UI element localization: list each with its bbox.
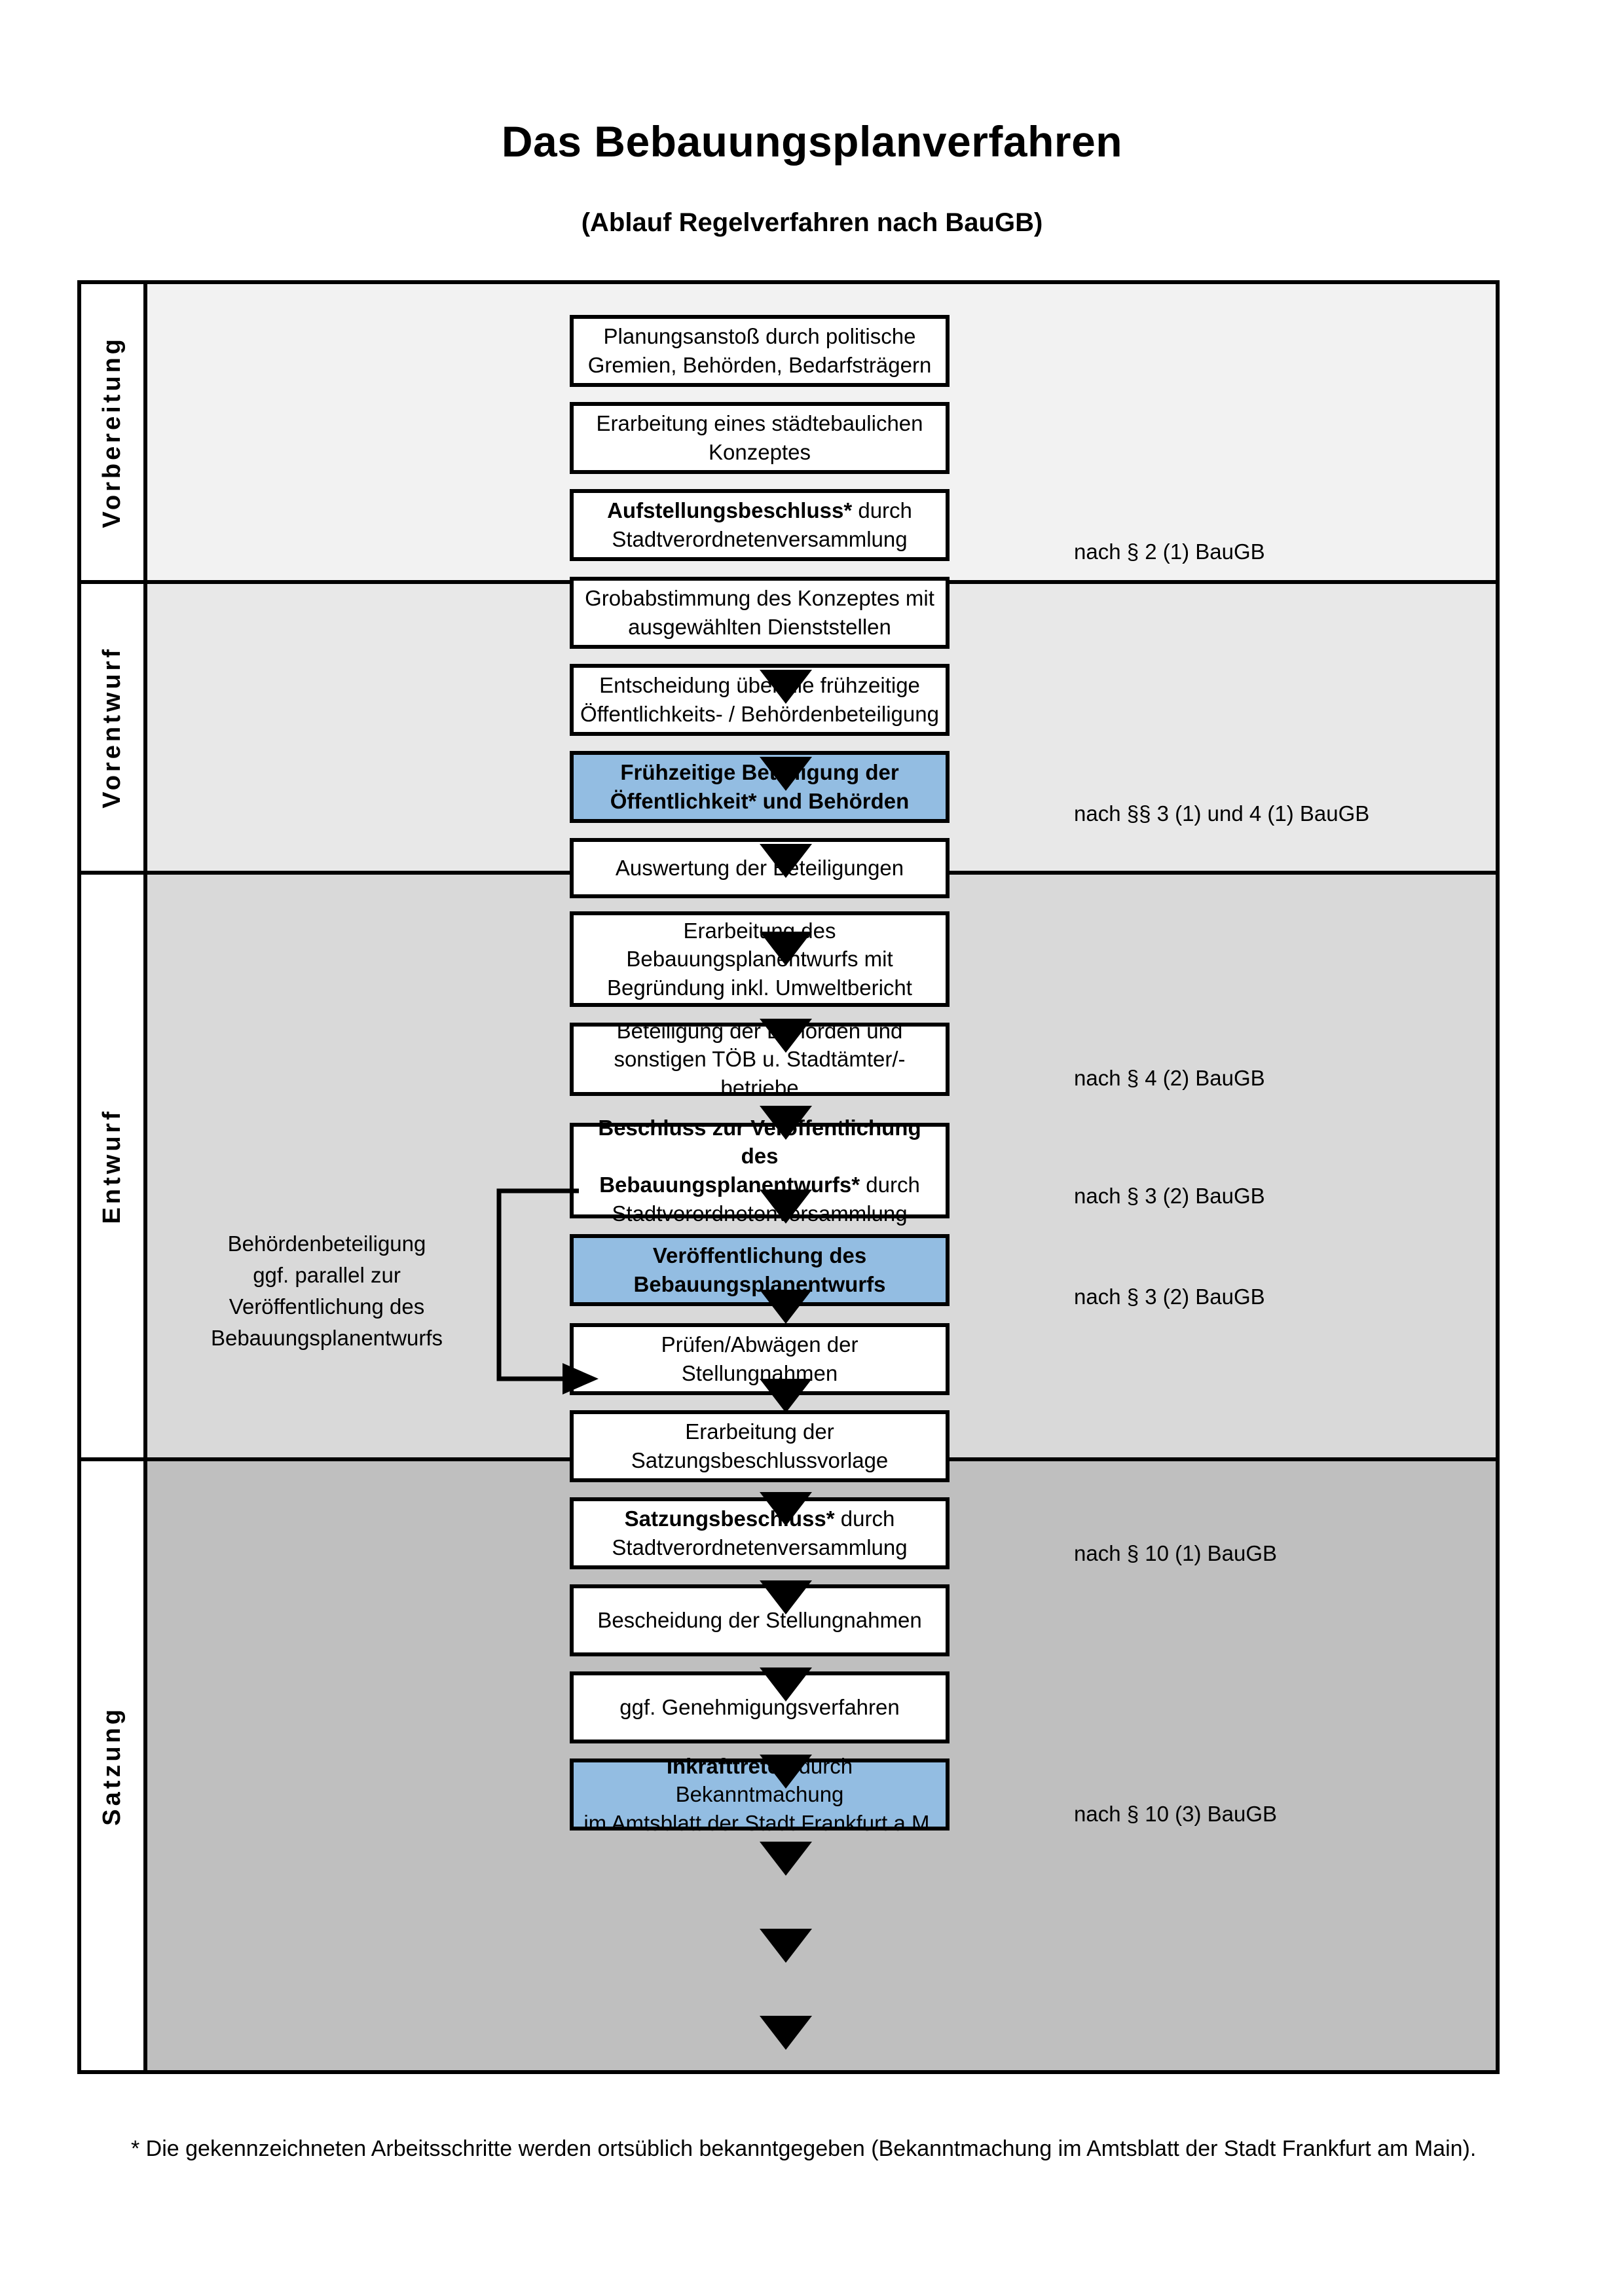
connector-arrow <box>760 1106 812 1140</box>
connector-arrow <box>760 1019 812 1053</box>
band-label-text: Vorbereitung <box>98 336 126 528</box>
band-label-text: Vorentwurf <box>98 646 126 809</box>
step-line: Auswertung der Beteiligungen <box>615 856 904 881</box>
band-label-vorbereitung: Vorbereitung <box>81 284 147 580</box>
connector-arrow <box>760 2016 812 2050</box>
page-subtitle: (Ablauf Regelverfahren nach BauGB) <box>581 208 1043 237</box>
step-line: Beschluss zur Veröffentlichung des <box>580 1114 939 1171</box>
step-line: Gremien, Behörden, Bedarfsträgern <box>587 353 932 377</box>
step-box-grobabstimmung[interactable]: Grobabstimmung des Konzeptes mit ausgewä… <box>570 577 950 649</box>
step-line: Stadtverordnetenversammlung <box>612 527 908 551</box>
step-box-aufstellungsbeschluss[interactable]: Aufstellungsbeschluss* durch Stadtverord… <box>570 489 950 561</box>
step-line: im Amtsblatt der Stadt Frankfurt a.M. <box>583 1810 936 1835</box>
side-note-behoerdenbeteiligung: Behördenbeteiligung ggf. parallel zur Ve… <box>186 1228 468 1353</box>
connector-arrow <box>760 844 812 878</box>
step-line: Stadtverordnetenversammlung <box>612 1535 908 1559</box>
side-note-line: Behördenbeteiligung <box>227 1231 426 1256</box>
step-line: Entscheidung über die frühzeitige <box>599 673 920 698</box>
step-line: Bebauungsplanentwurfs* durch <box>599 1173 920 1197</box>
connector-arrow <box>760 1842 812 1876</box>
step-line: Grobabstimmung des Konzeptes mit <box>585 586 934 611</box>
connector-arrow <box>760 1667 812 1702</box>
step-box-veroeffentlichung[interactable]: Veröffentlichung des Bebauungsplanentwur… <box>570 1234 950 1306</box>
side-note-line: Veröffentlichung des <box>229 1294 425 1319</box>
connector-arrow <box>760 1929 812 1963</box>
step-line: Öffentlichkeit* und Behörden <box>610 789 910 813</box>
legal-ref-inkrafttreten: nach § 10 (3) BauGB <box>1074 1802 1278 1826</box>
step-line: Bescheidung der Stellungnahmen <box>597 1608 922 1633</box>
band-label-text: Satzung <box>98 1705 126 1826</box>
page-title: Das Bebauungsplanverfahren <box>501 117 1123 166</box>
step-box-pruefen-abwaegen[interactable]: Prüfen/Abwägen der Stellungnahmen <box>570 1323 950 1395</box>
side-note-line: Bebauungsplanentwurfs <box>210 1325 443 1350</box>
connector-arrow <box>760 670 812 704</box>
step-line-bold: Aufstellungsbeschluss* <box>607 498 853 523</box>
step-line: Aufstellungsbeschluss* durch <box>607 498 912 523</box>
band-label-vorentwurf: Vorentwurf <box>81 580 147 871</box>
step-line-bold: Bebauungsplanentwurfs* <box>599 1173 860 1197</box>
step-line: sonstigen TÖB u. Stadtämter/-betriebe <box>614 1047 906 1100</box>
step-line: Begründung inkl. Umweltbericht <box>607 975 912 1000</box>
step-line: ausgewählten Dienststellen <box>628 615 891 639</box>
legal-ref-aufstellungsbeschluss: nach § 2 (1) BauGB <box>1074 539 1265 564</box>
step-line: Erarbeitung eines städtebaulichen <box>596 411 923 436</box>
legal-ref-satzungsbeschluss: nach § 10 (1) BauGB <box>1074 1541 1278 1565</box>
step-line: Prüfen/Abwägen der Stellungnahmen <box>661 1332 858 1385</box>
footnote: * Die gekennzeichneten Arbeitsschritte w… <box>131 2136 1477 2161</box>
legal-ref-beschluss-veroeffentlichung: nach § 3 (2) BauGB <box>1074 1184 1265 1208</box>
step-line: Veröffentlichung des <box>652 1243 867 1268</box>
connector-arrow <box>760 932 812 966</box>
step-line: Planungsanstoß durch politische <box>603 324 916 349</box>
step-box-beschluss-veroeffentlichung[interactable]: Beschluss zur Veröffentlichung des Bebau… <box>570 1116 950 1226</box>
legal-ref-beteiligung-behoerden: nach § 4 (2) BauGB <box>1074 1066 1265 1090</box>
connector-arrow <box>760 1755 812 1789</box>
connector-arrow <box>760 1190 812 1224</box>
step-line: Konzeptes <box>709 440 811 464</box>
band-label-text: Entwurf <box>98 1108 126 1224</box>
step-box-satzungsbeschlussvorlage[interactable]: Erarbeitung der Satzungsbeschlussvorlage <box>570 1410 950 1482</box>
legal-ref-veroeffentlichung: nach § 3 (2) BauGB <box>1074 1285 1265 1309</box>
connector-arrow <box>760 757 812 791</box>
diagram-frame: Vorbereitung Vorentwurf Entwurf Satzung <box>77 280 1500 2074</box>
step-line-bold: Beschluss zur Veröffentlichung des <box>598 1115 921 1169</box>
step-line: Frühzeitige Beteiligung der <box>620 760 899 785</box>
step-line: Öffentlichkeits- / Behördenbeteiligung <box>580 702 939 726</box>
step-box-konzept[interactable]: Erarbeitung eines städtebaulichen Konzep… <box>570 402 950 474</box>
step-box-satzungsbeschluss[interactable]: Satzungsbeschluss* durch Stadtverordnete… <box>570 1497 950 1569</box>
step-line: Satzungsbeschlussvorlage <box>631 1448 889 1472</box>
legal-ref-fruehzeitige-beteiligung: nach §§ 3 (1) und 4 (1) BauGB <box>1074 801 1370 826</box>
step-line: Erarbeitung der <box>685 1419 834 1444</box>
step-line: Beteiligung der Behörden und <box>616 1018 903 1043</box>
connector-arrow <box>760 1290 812 1324</box>
band-label-entwurf: Entwurf <box>81 871 147 1457</box>
step-box-erarbeitung-entwurf[interactable]: Erarbeitung des Bebauungsplanentwurfs mi… <box>570 911 950 1007</box>
connector-arrow <box>760 1580 812 1614</box>
step-box-planungsanstoss[interactable]: Planungsanstoß durch politische Gremien,… <box>570 315 950 387</box>
band-label-satzung: Satzung <box>81 1457 147 2070</box>
connector-arrow <box>760 1379 812 1413</box>
connector-arrow <box>760 1492 812 1526</box>
side-note-line: ggf. parallel zur <box>253 1262 401 1287</box>
